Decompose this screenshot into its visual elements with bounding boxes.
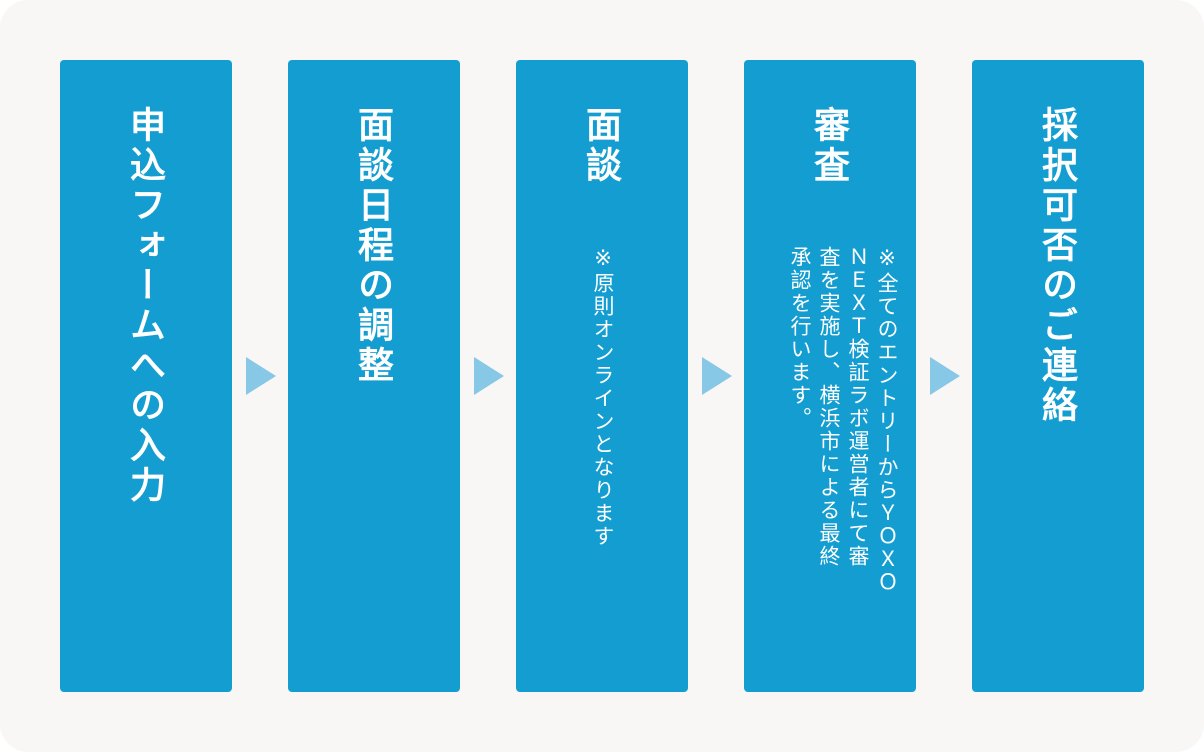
step-note-line: 査を実施し、横浜市による最終 bbox=[817, 246, 841, 568]
step-note-line: 承認を行います。 bbox=[788, 246, 812, 430]
step-note-line: ※全てのエントリーからＹＯＸＯ bbox=[875, 246, 899, 594]
step-schedule-adjustment: 面談日程の調整 bbox=[288, 60, 460, 692]
step-title: 審査 bbox=[808, 106, 849, 186]
step-title: 申込フォームへの入力 bbox=[124, 106, 165, 506]
arrow-right-icon bbox=[930, 357, 960, 395]
arrow-right-icon bbox=[246, 357, 276, 395]
arrow-right-icon bbox=[702, 357, 732, 395]
step-review: 審査 ※全てのエントリーからＹＯＸＯ ＮＥＸＴ検証ラボ運営者にて審 査を実施し、… bbox=[744, 60, 916, 692]
arrow-right-icon bbox=[474, 357, 504, 395]
step-note: ※原則オンラインとなります bbox=[591, 246, 615, 548]
step-application-form: 申込フォームへの入力 bbox=[60, 60, 232, 692]
step-note-line: ＮＥＸＴ検証ラボ運営者にて審 bbox=[846, 246, 870, 568]
step-title: 面談 bbox=[580, 106, 621, 186]
step-title: 採択可否のご連絡 bbox=[1036, 106, 1077, 426]
step-result-notice: 採択可否のご連絡 bbox=[972, 60, 1144, 692]
step-title: 面談日程の調整 bbox=[352, 106, 393, 386]
step-interview: 面談 ※原則オンラインとなります bbox=[516, 60, 688, 692]
